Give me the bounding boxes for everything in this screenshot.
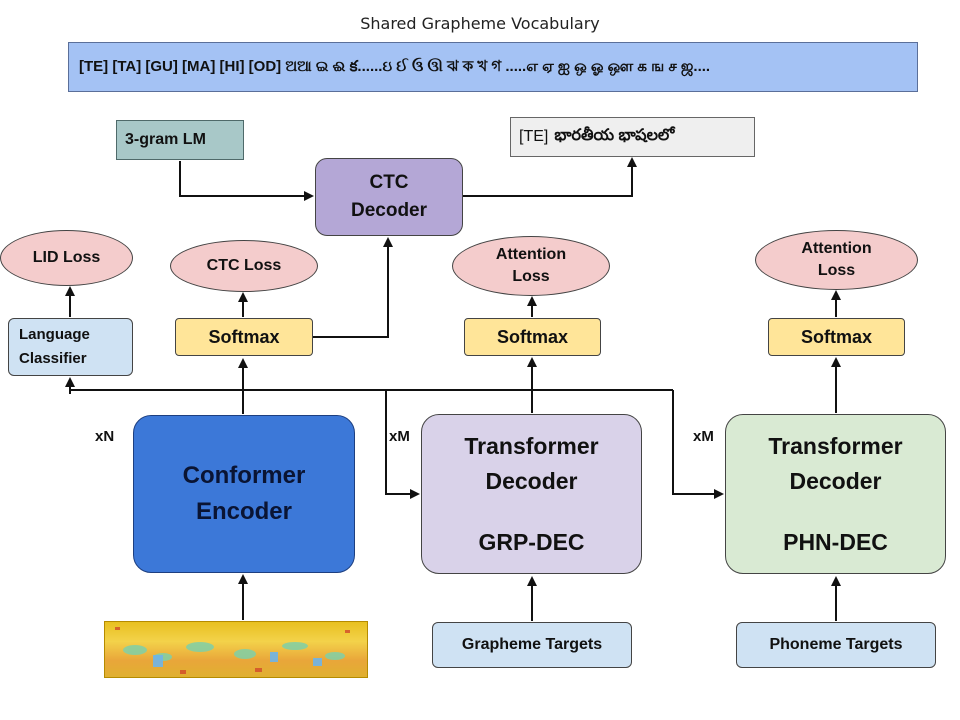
attention-loss-grp: Attention Loss — [452, 236, 610, 296]
grp-line2: Decoder — [485, 467, 578, 494]
ctc-decoder-line1: CTC — [369, 172, 409, 193]
softmax-ctc: Softmax — [175, 318, 313, 356]
phn-decoder-box: Transformer Decoder PHN-DEC — [725, 414, 946, 574]
encoder-line2: Encoder — [195, 498, 292, 525]
phn-repeat: xM — [693, 428, 714, 445]
softmax-grp: Softmax — [464, 318, 601, 356]
phn-line2: Decoder — [789, 467, 882, 494]
att1-line1: Attention — [495, 246, 567, 263]
phn-name: PHN-DEC — [783, 528, 888, 555]
grp-repeat: xM — [389, 428, 410, 445]
output-language-tag: [TE] — [519, 128, 549, 145]
att2-line1: Attention — [801, 240, 872, 257]
grp-name: GRP-DEC — [478, 528, 585, 555]
softmax-phn: Softmax — [768, 318, 905, 356]
lid-loss: LID Loss — [0, 230, 133, 286]
att2-line2: Loss — [817, 262, 856, 279]
lm-box: 3-gram LM — [116, 120, 244, 160]
grapheme-targets-box: Grapheme Targets — [432, 622, 632, 668]
attention-loss-phn: Attention Loss — [755, 230, 918, 290]
conformer-encoder-box: Conformer Encoder — [133, 415, 355, 573]
phn-line1: Transformer — [768, 432, 903, 459]
phoneme-targets-box: Phoneme Targets — [736, 622, 936, 668]
spectrogram-image — [104, 621, 368, 678]
diagram-title: Shared Grapheme Vocabulary — [360, 14, 600, 33]
grp-decoder-box: Transformer Decoder GRP-DEC — [421, 414, 642, 574]
lc-line2: Classifier — [19, 350, 87, 367]
encoder-line1: Conformer — [182, 462, 306, 489]
ctc-decoder-line2: Decoder — [350, 200, 428, 221]
grp-line1: Transformer — [464, 432, 599, 459]
encoder-repeat: xN — [95, 428, 115, 445]
shared-vocabulary-box: [TE] [TA] [GU] [MA] [HI] [OD] ଅଆ ଇ ଈ క..… — [68, 42, 918, 92]
lc-line1: Language — [19, 326, 90, 343]
att1-line2: Loss — [512, 268, 550, 285]
decoded-output-box: [TE] భారతీయ భాషలలో — [510, 117, 755, 157]
language-classifier-box: Language Classifier — [8, 318, 133, 376]
ctc-loss: CTC Loss — [170, 240, 318, 292]
ctc-decoder-box: CTC Decoder — [315, 158, 463, 236]
output-text: భారతీయ భాషలలో — [554, 127, 675, 144]
